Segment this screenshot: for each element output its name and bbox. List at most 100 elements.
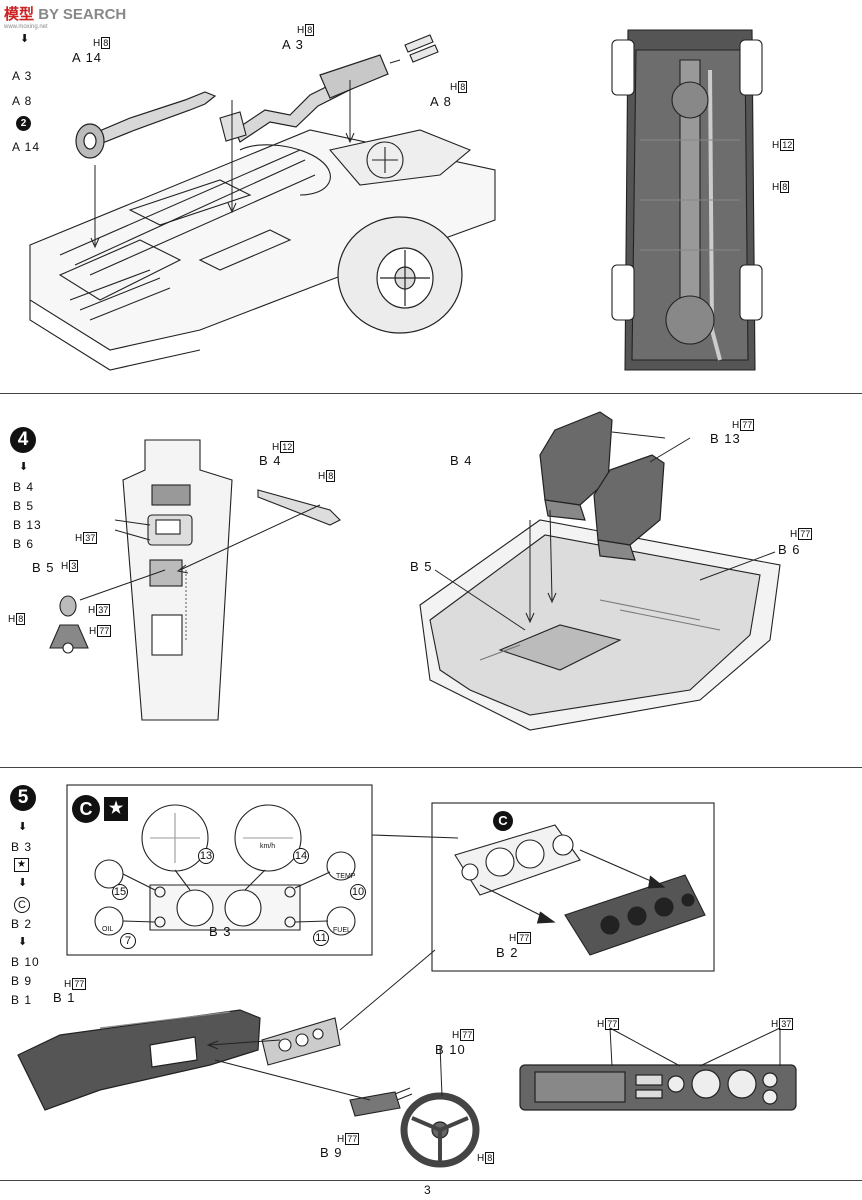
decal-number: 15 — [112, 884, 128, 900]
seq-item: B 1 — [11, 993, 33, 1007]
dashboard-b1 — [17, 1009, 261, 1111]
part-label-b10: B 10 — [435, 1042, 466, 1057]
watermark-url: www.moxing.net — [4, 24, 48, 30]
part-label-a3: A 3 — [282, 37, 304, 52]
seq-item: B 3 — [11, 840, 33, 854]
part-label-b6: B 6 — [778, 542, 801, 557]
tire-drawing — [337, 216, 463, 334]
steering-wheel — [400, 1092, 480, 1168]
column-b9 — [349, 1087, 413, 1117]
seq-item: A 3 — [12, 69, 33, 83]
muffler-tips-a8 — [404, 34, 439, 63]
gauge-text-temp: TEMP — [336, 873, 356, 880]
section-divider-1 — [0, 393, 862, 394]
gauge-text-oil: OIL — [102, 926, 114, 933]
decal-sheet-badge: C — [72, 795, 100, 823]
chassis-underside — [611, 29, 763, 371]
seq-item: B 10 — [11, 955, 40, 969]
sequence-arrow-icon: ⬇ — [18, 877, 28, 889]
part-label-b5: B 5 — [32, 560, 55, 575]
gauge-text-speed-unit: km/h — [260, 843, 276, 850]
part-label-b3: B 3 — [209, 924, 232, 939]
watermark-suffix: BY SEARCH — [38, 6, 127, 23]
seat-front — [539, 411, 613, 521]
decal-number: 10 — [350, 884, 366, 900]
page-number: 3 — [424, 1183, 431, 1197]
seq-item: A 8 — [12, 94, 33, 108]
section-divider-2 — [0, 767, 862, 768]
seq-item: B 5 — [13, 499, 35, 513]
seq-item: B 2 — [11, 917, 33, 931]
seq-item: B 4 — [13, 480, 35, 494]
decal-number: 13 — [198, 848, 214, 864]
step-number-4: 4 — [10, 427, 36, 453]
part-label-b4: B 4 — [450, 453, 473, 468]
part-label-b4: B 4 — [259, 453, 282, 468]
seq-marker: 2 — [16, 116, 31, 131]
decal-star-icon: ★ — [14, 858, 29, 872]
watermark-logo: 模型 BY SEARCH — [4, 3, 126, 24]
assembly-arrows-4 — [79, 504, 321, 601]
watermark-brand: 模型 — [4, 6, 35, 23]
assembly-arrows-4b — [434, 431, 776, 631]
decal-star-badge: ★ — [104, 797, 128, 821]
part-label-b13: B 13 — [710, 431, 741, 446]
center-console — [122, 439, 233, 721]
exhaust-pipe-a14 — [75, 91, 217, 159]
seq-item: B 6 — [13, 537, 35, 551]
part-label-b1: B 1 — [53, 990, 76, 1005]
decal-number: 14 — [293, 848, 309, 864]
exhaust-pipe-a3 — [234, 54, 389, 143]
handbrake-lever — [257, 489, 341, 526]
decal-number: 11 — [313, 930, 329, 946]
hanger-bracket — [219, 111, 247, 142]
decal-number: 7 — [120, 933, 136, 949]
assembly-arrows-5 — [206, 949, 781, 1101]
part-label-a8: A 8 — [430, 94, 452, 109]
part-label-a14: A 14 — [72, 50, 103, 65]
part-label-b5: B 5 — [410, 559, 433, 574]
gauge-cluster-small — [261, 1017, 341, 1066]
seq-item: A 14 — [12, 140, 41, 154]
sequence-arrow-icon: ⬇ — [18, 821, 28, 833]
gauge-text-fuel: FUEL — [333, 927, 351, 934]
dash-rear-view — [519, 1064, 797, 1111]
sequence-arrow-icon: ⬇ — [20, 33, 30, 45]
seq-item: B 13 — [13, 518, 42, 532]
floor-pan-drawing — [29, 129, 496, 371]
seq-item: B 9 — [11, 974, 33, 988]
section-divider-3 — [0, 1180, 862, 1181]
decal-sheet-badge: C — [493, 811, 513, 831]
assembly-arrows-3 — [90, 59, 401, 249]
gauge-panel-box — [371, 802, 715, 972]
part-label-b2: B 2 — [496, 945, 519, 960]
shift-knob — [49, 595, 89, 654]
step-number-5: 5 — [10, 785, 36, 811]
seat-rear — [593, 454, 665, 561]
sequence-arrow-icon: ⬇ — [18, 936, 28, 948]
part-label-b9: B 9 — [320, 1145, 343, 1160]
decal-sheet-icon: C — [14, 897, 30, 913]
